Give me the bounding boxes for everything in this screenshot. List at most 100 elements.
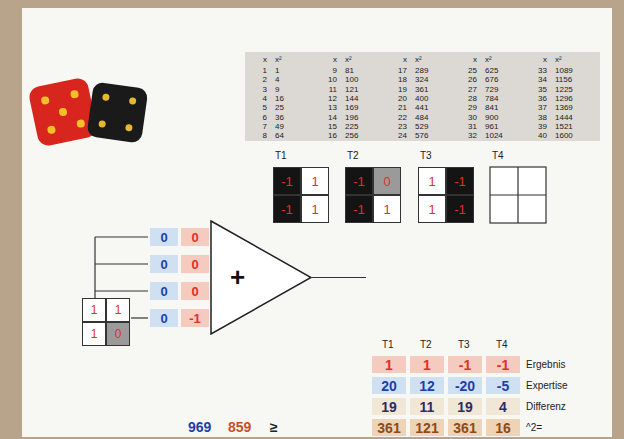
- cell-value: 1: [311, 203, 318, 216]
- tile: T4: [490, 151, 546, 223]
- table-cell: 21: [393, 104, 407, 112]
- table-cell: 784: [485, 95, 498, 103]
- result-value: 1: [372, 356, 406, 373]
- cell-value: 361: [453, 421, 476, 435]
- table-cell: 8: [253, 132, 267, 140]
- table-cell: 16: [323, 132, 337, 140]
- table-cell: 676: [485, 76, 498, 84]
- table-cell: 34: [533, 76, 547, 84]
- cell-value: 0: [115, 328, 122, 340]
- tile-cell: -1: [273, 167, 301, 195]
- table-cell: 24: [393, 132, 407, 140]
- cell-value: 1: [115, 304, 122, 316]
- sum-note: 859: [228, 420, 251, 434]
- cell-value: -1: [281, 175, 293, 188]
- squares-table-ground: [245, 52, 600, 141]
- table-cell: 1156: [555, 76, 572, 84]
- cell-value: 361: [377, 421, 400, 435]
- table-cell: 15: [323, 123, 337, 131]
- tile-cell: -1: [446, 167, 474, 195]
- red-die: [27, 76, 98, 147]
- table-cell: 7: [253, 123, 267, 131]
- table-cell: 10: [323, 76, 337, 84]
- summation-triangle: +: [210, 220, 312, 335]
- table-header: x²: [485, 56, 492, 64]
- cell-value: -1: [353, 203, 365, 216]
- table-cell: 1369: [555, 104, 573, 112]
- tile-cell: -1: [345, 195, 373, 223]
- result-value: -1: [486, 356, 520, 373]
- tile-cell: 1: [301, 167, 329, 195]
- tile-cell: 1: [418, 167, 446, 195]
- cell-value: 121: [415, 421, 438, 435]
- weight-value: 0: [181, 282, 209, 300]
- table-cell: 36: [275, 114, 284, 122]
- table-cell: 38: [533, 114, 547, 122]
- input-cell: 1: [82, 298, 106, 322]
- table-cell: 30: [463, 114, 477, 122]
- table-cell: 225: [345, 123, 358, 131]
- table-cell: 4: [275, 76, 279, 84]
- tile-cell: 1: [418, 195, 446, 223]
- paper-sheet: [22, 8, 612, 437]
- operator-symbol: +: [230, 264, 245, 290]
- table-cell: 961: [485, 123, 498, 131]
- cell-value: -1: [454, 175, 466, 188]
- cell-value: 0: [160, 312, 167, 325]
- tile: T31-11-1: [418, 151, 474, 223]
- table-cell: 289: [415, 67, 428, 75]
- table-cell: 22: [393, 114, 407, 122]
- cell-value: 12: [419, 379, 435, 393]
- cell-value: -1: [189, 312, 201, 325]
- column-header: T1: [382, 340, 394, 350]
- cell-value: 0: [191, 231, 198, 244]
- triangle-outline: [210, 220, 312, 335]
- tile-name: T1: [275, 151, 287, 161]
- table-cell: 31: [463, 123, 477, 131]
- cell-value: 1: [91, 304, 98, 316]
- cell-value: 4: [499, 400, 507, 414]
- tile-cell: -1: [273, 195, 301, 223]
- row-label: ^2=: [526, 423, 542, 433]
- table-header: x: [253, 56, 267, 64]
- table-cell: 12: [323, 95, 337, 103]
- table-cell: 40: [533, 132, 547, 140]
- table-cell: 1225: [555, 86, 573, 94]
- square-value: 16: [486, 419, 520, 436]
- row-label: Differenz: [526, 402, 566, 412]
- table-cell: 1: [253, 67, 267, 75]
- table-cell: 100: [345, 76, 358, 84]
- table-cell: 17: [393, 67, 407, 75]
- expertise-value: 20: [372, 377, 406, 394]
- cell-value: 19: [381, 400, 397, 414]
- table-cell: 196: [345, 114, 358, 122]
- tile-cell: 0: [373, 167, 401, 195]
- square-value: 121: [410, 419, 444, 436]
- input-value: 0: [150, 309, 178, 327]
- table-cell: 9: [275, 86, 279, 94]
- table-header: x²: [415, 56, 422, 64]
- table-cell: 26: [463, 76, 477, 84]
- table-cell: 900: [485, 114, 498, 122]
- row-label: Expertise: [526, 381, 568, 391]
- cell-value: 0: [160, 285, 167, 298]
- table-cell: 32: [463, 132, 477, 140]
- table-cell: 9: [323, 67, 337, 75]
- table-cell: 256: [345, 132, 358, 140]
- cell-value: 1: [383, 203, 390, 216]
- tile-cell: 1: [373, 195, 401, 223]
- cell-value: -1: [454, 203, 466, 216]
- input-cell: 1: [106, 298, 130, 322]
- weight-value: -1: [181, 309, 209, 327]
- cell-value: 1: [423, 358, 431, 372]
- table-cell: 16: [275, 95, 284, 103]
- result-value: 1: [410, 356, 444, 373]
- table-cell: 23: [393, 123, 407, 131]
- table-cell: 6: [253, 114, 267, 122]
- table-cell: 1: [275, 67, 279, 75]
- table-header: x: [323, 56, 337, 64]
- cell-value: 1: [428, 175, 435, 188]
- table-cell: 36: [533, 95, 547, 103]
- table-cell: 729: [485, 86, 498, 94]
- black-die: [86, 82, 148, 144]
